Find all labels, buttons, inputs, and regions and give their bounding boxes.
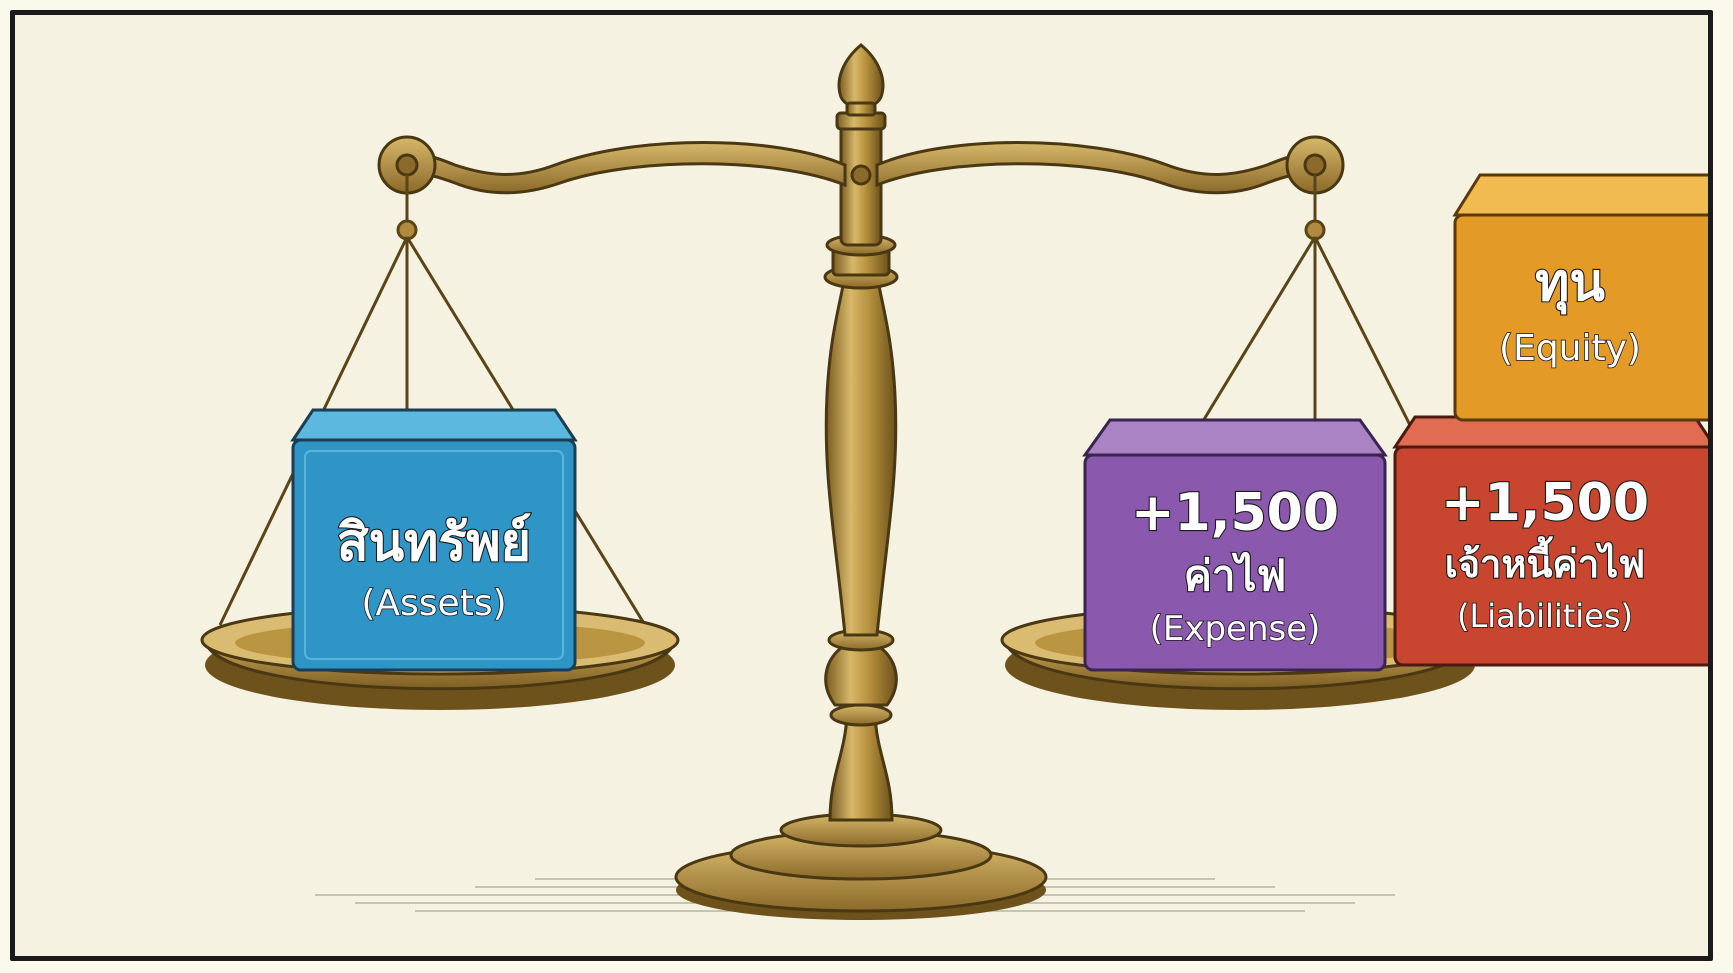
scale-column <box>823 43 899 822</box>
liabilities-subtitle: (Liabilities) <box>1457 597 1633 635</box>
equity-subtitle: (Equity) <box>1499 328 1641 369</box>
liabilities-amount: +1,500 <box>1441 473 1649 533</box>
expense-subtitle: (Expense) <box>1150 609 1321 649</box>
block-equity: ทุน (Equity) <box>1452 173 1708 422</box>
equity-title: ทุน <box>1535 253 1605 315</box>
block-assets: สินทรัพย์ (Assets) <box>290 408 578 672</box>
assets-title: สินทรัพย์ <box>337 513 531 573</box>
expense-title: ค่าไฟ <box>1184 551 1287 600</box>
assets-subtitle: (Assets) <box>361 583 506 624</box>
block-expense: +1,500 ค่าไฟ (Expense) <box>1082 418 1388 672</box>
balance-scale-illustration: สินทรัพย์ (Assets) +1,500 ค่าไฟ (Expense… <box>200 43 1708 920</box>
illustration-frame: สินทรัพย์ (Assets) +1,500 ค่าไฟ (Expense… <box>10 10 1713 961</box>
liabilities-title: เจ้าหนี้ค่าไฟ <box>1445 536 1645 586</box>
block-liabilities: +1,500 เจ้าหนี้ค่าไฟ (Liabilities) <box>1392 415 1708 667</box>
expense-amount: +1,500 <box>1131 483 1339 543</box>
scale-base <box>674 812 1048 920</box>
